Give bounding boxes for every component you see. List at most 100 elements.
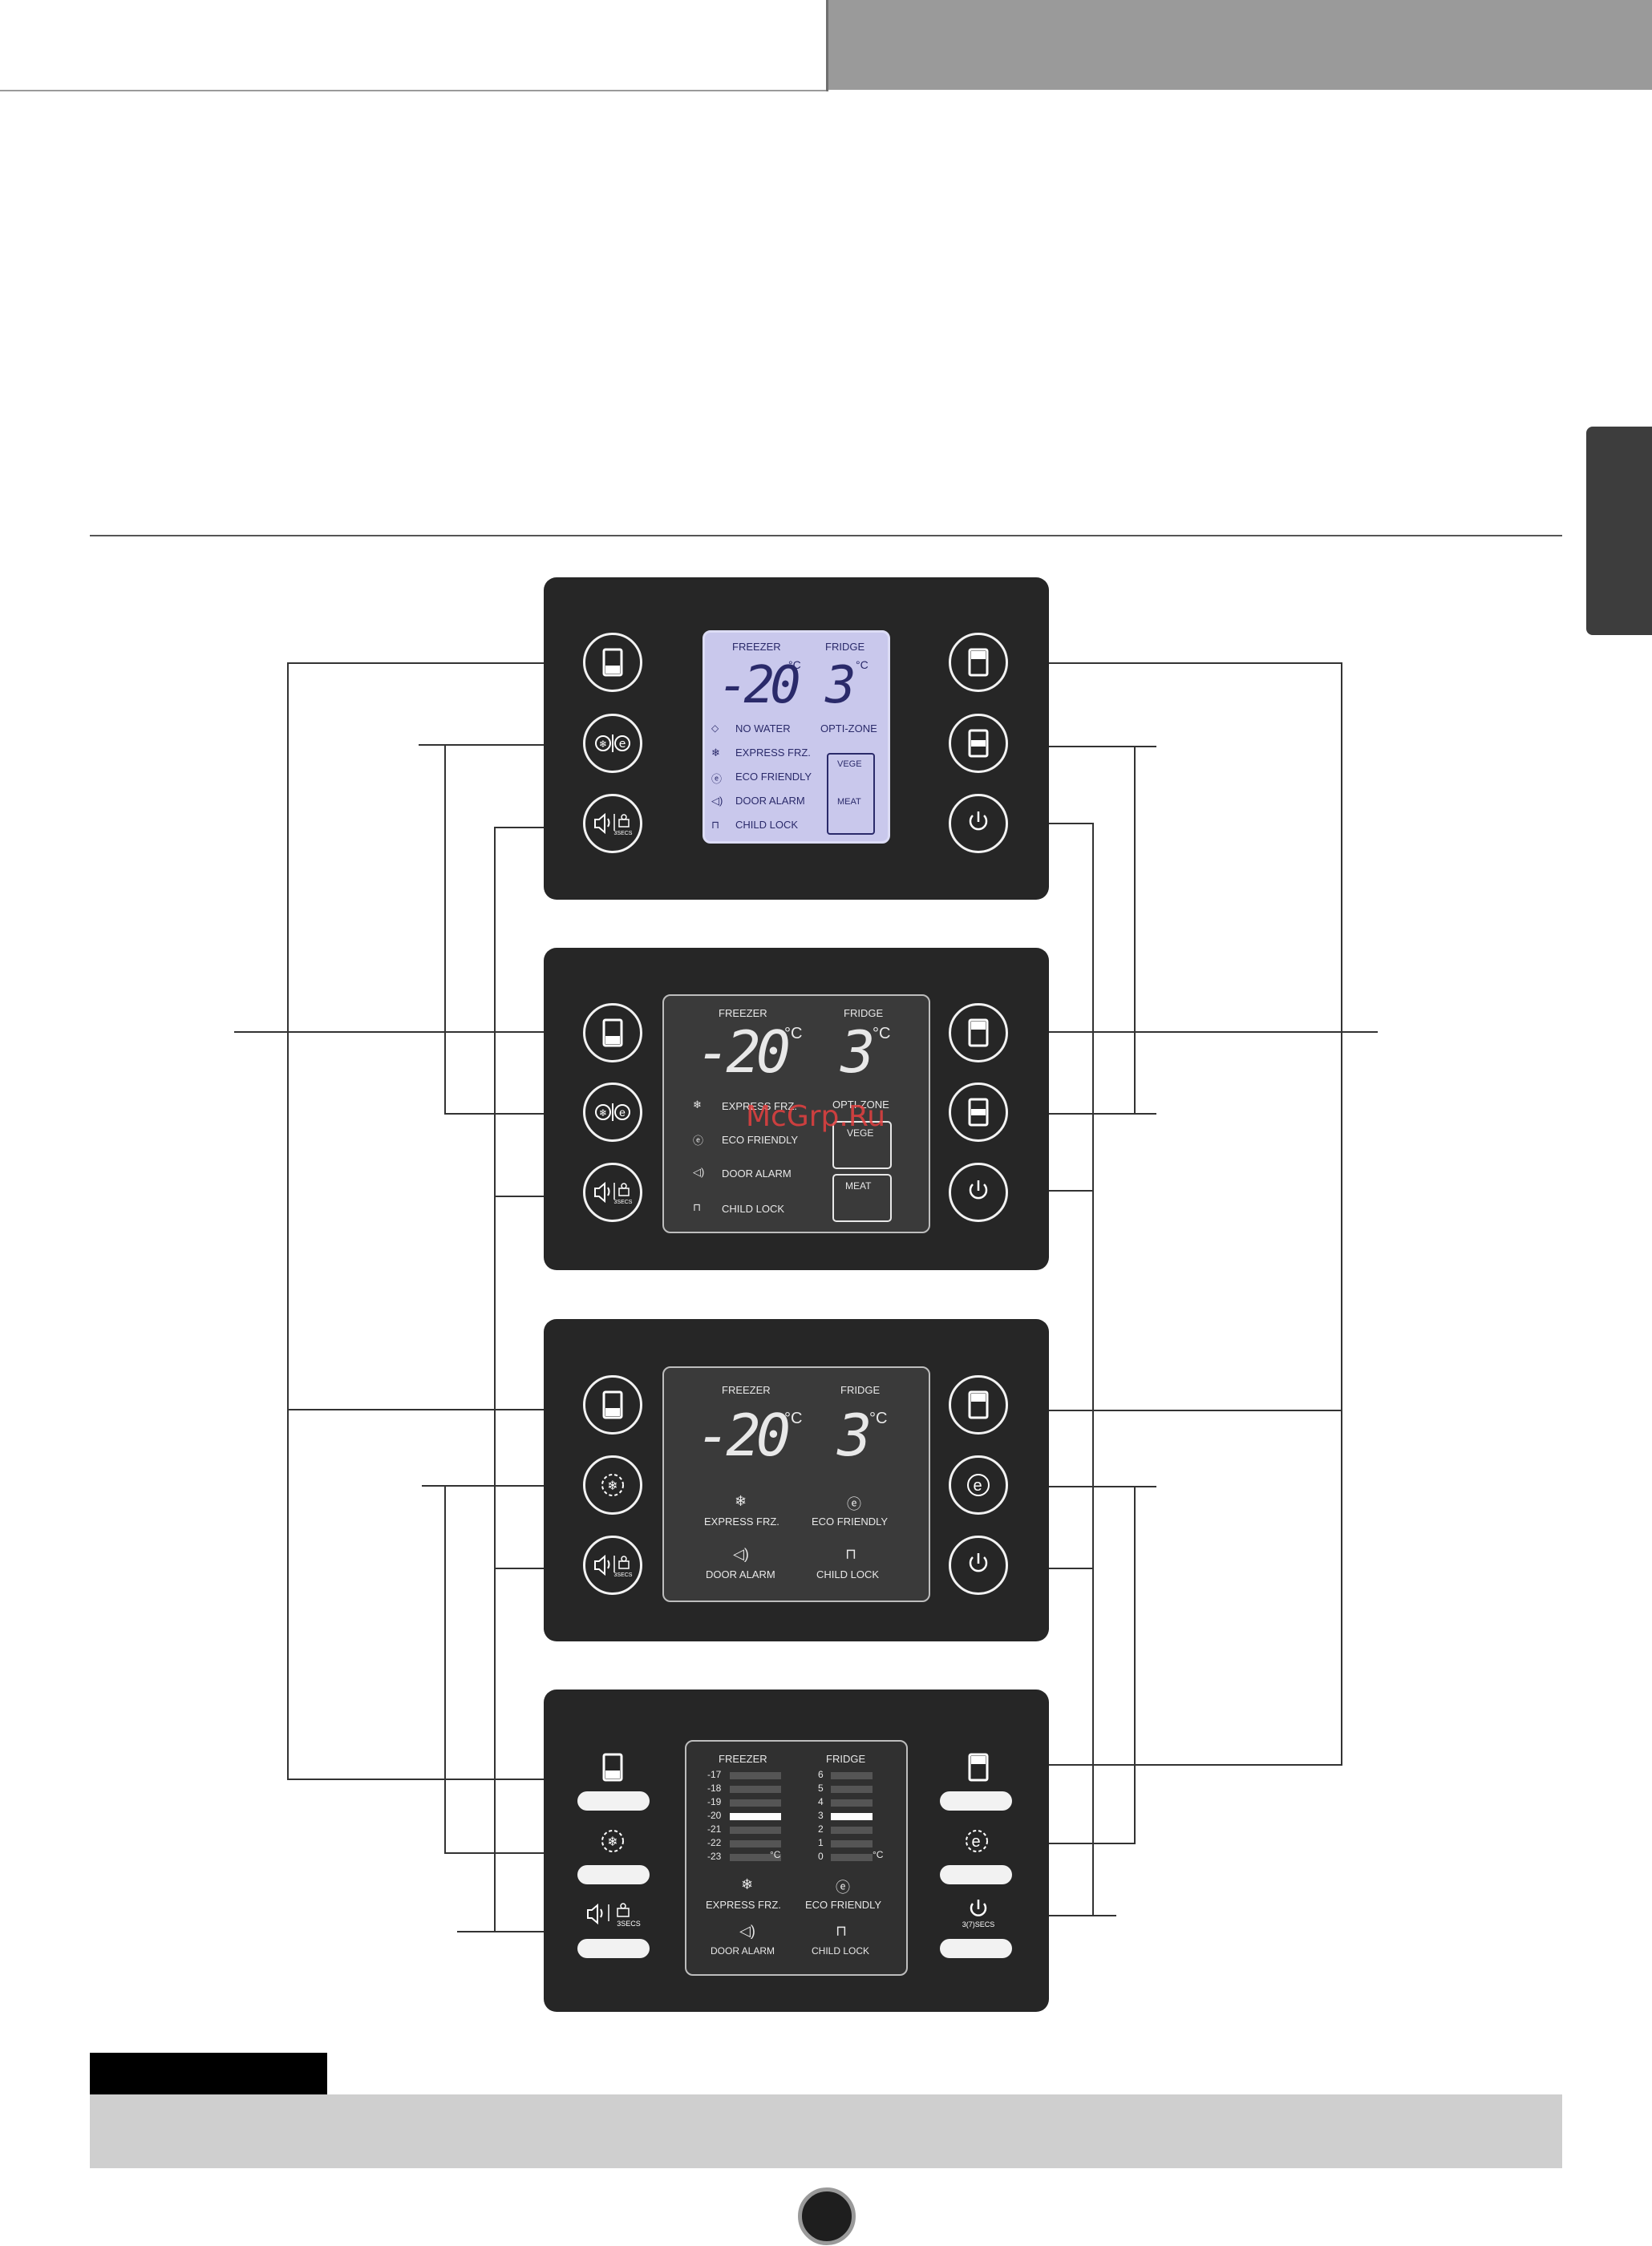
- leader-line: [444, 744, 446, 1113]
- freezer-scale-value: -20: [707, 1810, 722, 1821]
- eco-friendly-label: ECO FRIENDLY: [805, 1899, 882, 1911]
- freezer-level-bar: [730, 1840, 781, 1847]
- display-2: FREEZER FRIDGE -20 °C 3 °C ❄ EXPRESS FRZ…: [662, 994, 930, 1233]
- fridge-label: FRIDGE: [840, 1384, 881, 1396]
- power-button[interactable]: [940, 1939, 1012, 1958]
- freezer-temp-button[interactable]: [577, 1791, 650, 1811]
- fridge-scale-value: 0: [818, 1851, 824, 1862]
- door-alarm-icon: ◁): [733, 1546, 749, 1562]
- express-freeze-icon: ❄: [601, 1474, 624, 1496]
- power-button[interactable]: [949, 1536, 1008, 1595]
- fridge-level-bar: [831, 1786, 873, 1793]
- leader-line: [287, 1779, 584, 1780]
- door-alarm-icon: 3SECS: [594, 812, 633, 836]
- express-eco-button[interactable]: ❄e: [583, 714, 642, 773]
- leader-line: [1134, 746, 1136, 1113]
- express-freeze-icon: ❄e: [595, 1103, 630, 1121]
- eco-friendly-icon: ⓔ: [836, 1880, 850, 1896]
- eco-friendly-button[interactable]: [940, 1865, 1012, 1884]
- header-rule: [0, 90, 826, 91]
- deg-c: °C: [784, 1025, 803, 1042]
- express-eco-button[interactable]: ❄e: [583, 1083, 642, 1142]
- meat-label: MEAT: [837, 797, 861, 807]
- opti-zone-icon: [968, 729, 989, 758]
- alarm-lock-button[interactable]: 3SECS: [583, 794, 642, 853]
- leader-line: [1009, 746, 1156, 747]
- fridge-temp-button[interactable]: [940, 1791, 1012, 1811]
- freezer-level-bar: [730, 1786, 781, 1793]
- power-icon: [969, 811, 988, 831]
- fridge-temp-readout: 3: [837, 1402, 872, 1469]
- child-lock-label: CHILD LOCK: [735, 819, 799, 831]
- leader-line: [1009, 1843, 1136, 1844]
- leader-line: [1009, 1486, 1156, 1487]
- freezer-level-bar: [730, 1772, 781, 1779]
- fridge-label: FRIDGE: [825, 641, 865, 653]
- opti-zone-button[interactable]: [949, 714, 1008, 773]
- leader-line: [419, 744, 584, 746]
- fridge-temp-readout: 3: [840, 1018, 875, 1086]
- leader-line: [1009, 1113, 1156, 1115]
- watermark: McGrp.Ru: [746, 1100, 886, 1133]
- fridge-scale-value: 4: [818, 1796, 824, 1807]
- note-box: [90, 2094, 1562, 2168]
- fridge-temp-icon: [968, 1753, 989, 1782]
- leader-line: [1009, 823, 1094, 824]
- fridge-temp-button[interactable]: [949, 633, 1008, 692]
- eco-friendly-icon: e: [966, 1830, 988, 1852]
- freezer-temp-icon: [602, 648, 623, 677]
- leader-line: [422, 1485, 584, 1487]
- opti-zone-label: OPTI-ZONE: [832, 1099, 889, 1111]
- freezer-scale-value: -22: [707, 1837, 722, 1848]
- express-freeze-button[interactable]: [577, 1865, 650, 1884]
- fridge-level-bar: [831, 1854, 873, 1861]
- door-alarm-icon: 3SECS: [587, 1903, 641, 1928]
- freezer-label: FREEZER: [722, 1384, 771, 1396]
- opti-zone-button[interactable]: [949, 1083, 1008, 1142]
- leader-line: [494, 827, 584, 828]
- deg-c: °C: [856, 658, 869, 671]
- svg-text:e: e: [973, 1477, 982, 1495]
- eco-friendly-button[interactable]: e: [949, 1455, 1008, 1515]
- fridge-temp-button[interactable]: [949, 1375, 1008, 1435]
- freezer-level-bar: [730, 1854, 781, 1861]
- express-frz-label: EXPRESS FRZ.: [704, 1516, 779, 1528]
- eco-friendly-label: ECO FRIENDLY: [812, 1516, 889, 1528]
- eco-friendly-icon: e: [967, 1474, 990, 1496]
- section-rule: [90, 535, 1562, 536]
- freezer-scale-value: -17: [707, 1769, 722, 1780]
- fridge-temp-button[interactable]: [949, 1003, 1008, 1062]
- leader-line: [287, 662, 289, 1780]
- leader-line: [1009, 1915, 1116, 1916]
- express-freeze-button[interactable]: ❄: [583, 1455, 642, 1515]
- power-button[interactable]: [949, 1163, 1008, 1222]
- power-button[interactable]: [949, 794, 1008, 853]
- child-lock-label: CHILD LOCK: [812, 1945, 870, 1957]
- svg-text:3SECS: 3SECS: [617, 1920, 641, 1928]
- freezer-temp-button[interactable]: [583, 1375, 642, 1435]
- alarm-lock-button[interactable]: 3SECS: [583, 1536, 642, 1595]
- alarm-lock-button[interactable]: [577, 1939, 650, 1958]
- deg-c: °C: [873, 1025, 891, 1042]
- leader-line: [1092, 823, 1094, 1915]
- leader-line: [287, 662, 584, 664]
- leader-line: [494, 1568, 584, 1569]
- fridge-scale-value: 2: [818, 1823, 824, 1835]
- svg-text:e: e: [619, 738, 626, 751]
- door-alarm-icon: ◁): [693, 1166, 705, 1178]
- express-freeze-icon: ❄: [741, 1876, 754, 1892]
- header-divider: [826, 0, 828, 91]
- meat-label: MEAT: [845, 1180, 872, 1192]
- fridge-level-bar-selected: [831, 1813, 873, 1820]
- leader-line: [444, 1485, 446, 1854]
- freezer-temp-icon: [602, 1390, 623, 1419]
- leader-line: [1009, 1410, 1342, 1411]
- freezer-temp-button[interactable]: [583, 1003, 642, 1062]
- freezer-temp-button[interactable]: [583, 633, 642, 692]
- alarm-lock-button[interactable]: 3SECS: [583, 1163, 642, 1222]
- freezer-scale-value: -23: [707, 1851, 722, 1862]
- child-lock-icon: ⊓: [836, 1923, 848, 1939]
- svg-text:❄: ❄: [599, 1107, 607, 1119]
- meat-box: [832, 1174, 892, 1222]
- display-4: FREEZER FRIDGE -17 -18 -19 -20 -21 -22 -…: [685, 1740, 908, 1976]
